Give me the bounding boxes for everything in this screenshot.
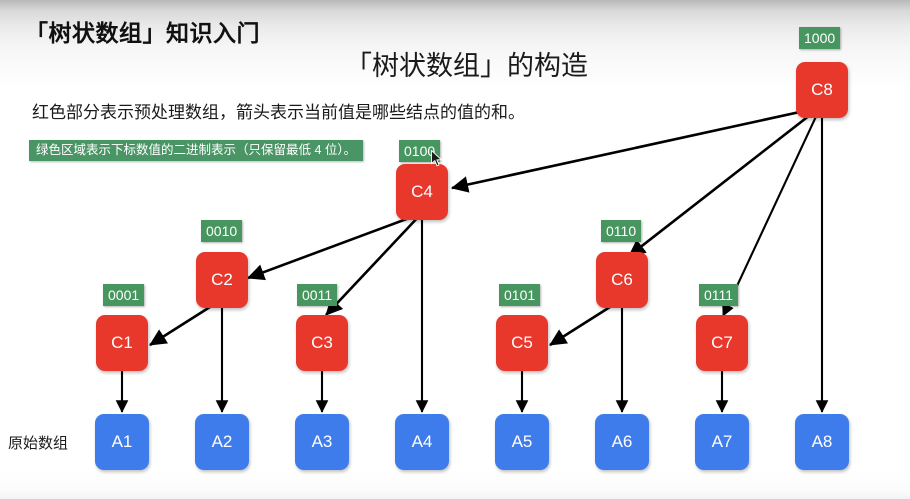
tree-node-c7-label: C7 (711, 333, 733, 352)
array-node-a1-label: A1 (111, 432, 133, 451)
edge-c8-c6 (628, 106, 820, 258)
tree-node-c6-label: C6 (611, 270, 633, 289)
tree-node-c5-label: C5 (511, 333, 533, 352)
binary-tag-c6: 0110 (601, 220, 642, 242)
tree-node-c2-label: C2 (211, 270, 233, 289)
array-node-a5[interactable]: A5 (495, 414, 549, 470)
array-node-a2[interactable]: A2 (195, 414, 249, 470)
tree-node-c8-label: C8 (811, 80, 833, 99)
array-node-a7[interactable]: A7 (695, 414, 749, 470)
array-node-a5-label: A5 (511, 432, 533, 451)
binary-tag-c7: 0111 (699, 284, 739, 306)
array-node-a4-label: A4 (411, 432, 433, 451)
binary-tag-c8: 1000 (799, 27, 841, 49)
array-node-a1[interactable]: A1 (95, 414, 149, 470)
array-node-a7-label: A7 (711, 432, 733, 451)
array-node-a2-label: A2 (211, 432, 233, 451)
tree-node-c3[interactable]: C3 (296, 315, 348, 371)
page-title: 「树状数组」知识入门 (25, 20, 260, 46)
original-array-label: 原始数组 (8, 435, 69, 452)
green-note-banner: 绿色区域表示下标数值的二进制表示（只保留最低 4 位）。 (29, 140, 364, 161)
tree-node-c3-label: C3 (311, 333, 333, 352)
tree-node-c5[interactable]: C5 (496, 315, 548, 371)
array-node-a6-label: A6 (611, 432, 633, 451)
binary-tag-c4: 0100 (399, 140, 441, 162)
tree-node-c1-label: C1 (111, 333, 133, 352)
edge-c4-c2 (247, 212, 421, 281)
tree-node-c8[interactable]: C8 (796, 62, 848, 118)
array-node-a3[interactable]: A3 (295, 414, 349, 470)
diagram-title: 「树状数组」的构造 (345, 51, 588, 81)
tree-node-c6[interactable]: C6 (596, 252, 648, 308)
binary-tag-c5: 0101 (499, 284, 541, 306)
tree-node-c4-label: C4 (411, 182, 433, 201)
binary-tag-c2: 0010 (201, 220, 243, 242)
tree-node-c1[interactable]: C1 (96, 315, 148, 371)
description-text: 红色部分表示预处理数组，箭头表示当前值是哪些结点的值的和。 (32, 103, 525, 122)
array-node-a3-label: A3 (311, 432, 333, 451)
array-node-a8[interactable]: A8 (795, 414, 849, 470)
tree-node-c4[interactable]: C4 (396, 164, 448, 220)
array-node-a8-label: A8 (811, 432, 833, 451)
tree-node-c7[interactable]: C7 (696, 315, 748, 371)
mouse-cursor-icon (431, 150, 443, 167)
edge-c4-c3 (325, 213, 422, 316)
tree-node-c2[interactable]: C2 (196, 252, 248, 308)
binary-tag-c3: 0011 (297, 284, 338, 306)
binary-tag-c1: 0001 (103, 284, 145, 306)
array-node-a4[interactable]: A4 (395, 414, 449, 470)
array-node-a6[interactable]: A6 (595, 414, 649, 470)
